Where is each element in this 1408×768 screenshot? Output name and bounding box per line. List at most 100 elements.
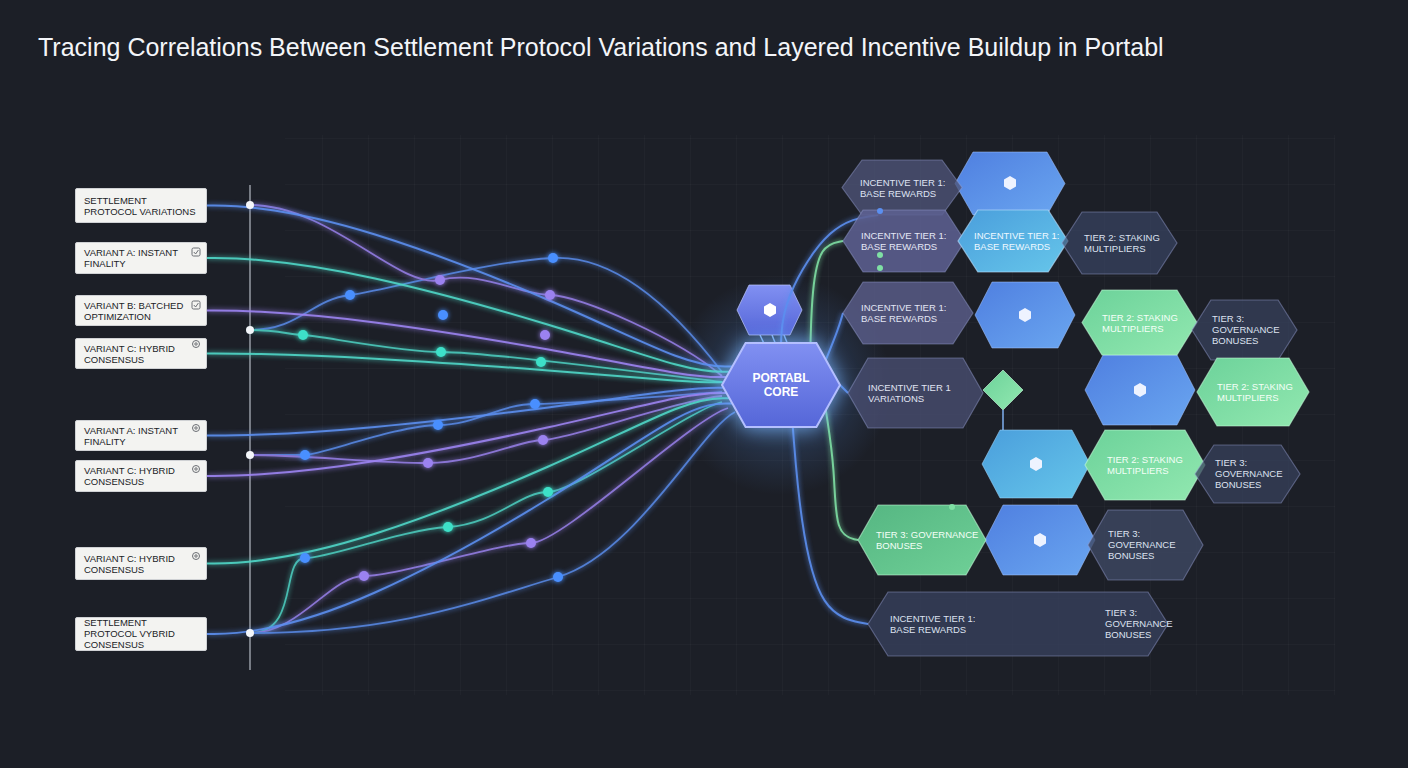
glow-dot — [359, 571, 369, 581]
blue-hexagon — [1085, 355, 1195, 425]
glow-dot — [548, 253, 558, 263]
glow-dots — [298, 253, 563, 582]
protocol-label: SETTLEMENT PROTOCOL VARIATIONS — [75, 188, 207, 223]
green-diamond — [983, 370, 1023, 410]
glow-dot — [423, 458, 433, 468]
hex-icon — [1019, 308, 1031, 322]
connector-line — [207, 403, 732, 634]
status-icons — [192, 248, 200, 560]
connector-line — [826, 410, 858, 540]
blue-hexagon — [985, 505, 1095, 575]
glow-dot — [435, 275, 445, 285]
axis-dots — [246, 201, 254, 637]
glow-dot — [543, 487, 553, 497]
node-text: TIER 3: GOVERNANCE BONUSES — [1108, 528, 1198, 562]
axis-dot — [246, 451, 254, 459]
hexagon-shape — [1085, 430, 1205, 500]
connector-line — [207, 354, 723, 383]
protocol-label: SETTLEMENT PROTOCOL VYBRID CONSENSUS — [75, 617, 207, 651]
check-tick — [194, 250, 199, 254]
core-hexagon: PORTABL CORE — [722, 343, 840, 427]
incentive-hexagon: INCENTIVE TIER 1: BASE REWARDS — [958, 210, 1068, 272]
hex-icon — [1134, 383, 1146, 397]
gear-icon — [193, 553, 200, 560]
glow-dot — [433, 420, 443, 430]
protocol-label: VARIANT A: INSTANT FINALITY — [75, 242, 207, 274]
strand-line — [250, 412, 735, 633]
node-text: VARIANT B: BATCHED OPTIMIZATION — [84, 299, 202, 321]
connector-line — [207, 398, 729, 563]
axis-dot — [246, 326, 254, 334]
node-text: INCENTIVE TIER 1: BASE REWARDS — [861, 230, 959, 252]
glow-dot — [530, 399, 540, 409]
glow-dot — [536, 357, 546, 367]
incentive-hexagon: TIER 3: GOVERNANCE BONUSES — [1195, 445, 1300, 503]
connector-layer — [207, 206, 878, 635]
glow-dot — [438, 310, 448, 320]
glow-dot — [300, 553, 310, 563]
incentive-hexagon: INCENTIVE TIER 1: BASE REWARDS — [842, 160, 962, 215]
node-text: TIER 2: STAKING MULTIPLIERS — [1084, 232, 1182, 254]
node-text: SETTLEMENT PROTOCOL VYBRID CONSENSUS — [84, 617, 202, 651]
gear-icon — [193, 425, 200, 432]
glow-dot — [300, 450, 310, 460]
glow-dot — [526, 538, 536, 548]
check-tick — [194, 303, 199, 307]
gear-hub — [195, 427, 197, 429]
connector-line — [207, 388, 723, 436]
connector-line — [207, 206, 732, 367]
incentive-hexagon: TIER 2: STAKING MULTIPLIERS — [1085, 430, 1205, 500]
incentive-hexagon: INCENTIVE TIER 1: BASE REWARDS TIER 3: GO… — [868, 592, 1168, 656]
hex-icon — [1034, 533, 1046, 547]
node-text: TIER 2: STAKING MULTIPLIERS — [1102, 311, 1200, 333]
hexagon-shape — [843, 210, 965, 272]
node-text: PORTABL CORE — [752, 371, 811, 399]
glow-dot — [436, 347, 446, 357]
protocol-label: VARIANT C: HYBRID CONSENSUS — [75, 547, 207, 580]
glow-dot — [345, 290, 355, 300]
check-icon — [192, 301, 200, 309]
gear-hub — [195, 468, 197, 470]
hexagon-shape — [1195, 445, 1300, 503]
connector-line — [793, 427, 868, 624]
axis-dot — [246, 201, 254, 209]
protocol-label: VARIANT B: BATCHED OPTIMIZATION — [75, 295, 207, 326]
blue-hexagon — [955, 152, 1065, 215]
node-text: INCENTIVE TIER 1 VARIATIONS — [868, 382, 966, 404]
hexagon-shape — [722, 343, 840, 427]
glow-dot — [443, 522, 453, 532]
glow-dot — [540, 330, 550, 340]
hexagon-shape — [858, 505, 986, 575]
strand-line — [250, 396, 722, 463]
check-icon — [192, 248, 200, 256]
hex-icon — [1004, 176, 1016, 190]
node-text: INCENTIVE TIER 1: BASE REWARDS — [861, 302, 959, 324]
hexagon-shape — [842, 160, 962, 215]
node-text: TIER 3: GOVERNANCE BONUSES — [1105, 607, 1161, 641]
glow-dot — [538, 435, 548, 445]
glow-dot — [545, 290, 555, 300]
gear-hub — [195, 343, 197, 345]
node-text: TIER 2: STAKING MULTIPLIERS — [1217, 381, 1315, 403]
strand-line — [250, 408, 728, 633]
glow-dot — [553, 572, 563, 582]
strand-line — [250, 205, 722, 376]
hex-icon — [764, 303, 776, 317]
hexagon-shape — [958, 210, 1068, 272]
node-text: VARIANT C: HYBRID CONSENSUS — [84, 465, 202, 487]
protocol-label: VARIANT C: HYBRID CONSENSUS — [75, 338, 207, 369]
node-text: VARIANT A: INSTANT FINALITY — [84, 247, 202, 269]
gear-icon — [193, 466, 200, 473]
strand-line — [250, 392, 722, 455]
junction-dot — [877, 208, 883, 214]
junction-dots — [877, 208, 955, 510]
node-text: SETTLEMENT PROTOCOL VARIATIONS — [84, 194, 202, 216]
blue-hexagon — [975, 282, 1075, 348]
axis-line — [249, 185, 250, 670]
node-text: INCENTIVE TIER 1: BASE REWARDS — [890, 613, 985, 635]
incentive-hexagon: TIER 3: GOVERNANCE BONUSES — [1088, 510, 1203, 580]
